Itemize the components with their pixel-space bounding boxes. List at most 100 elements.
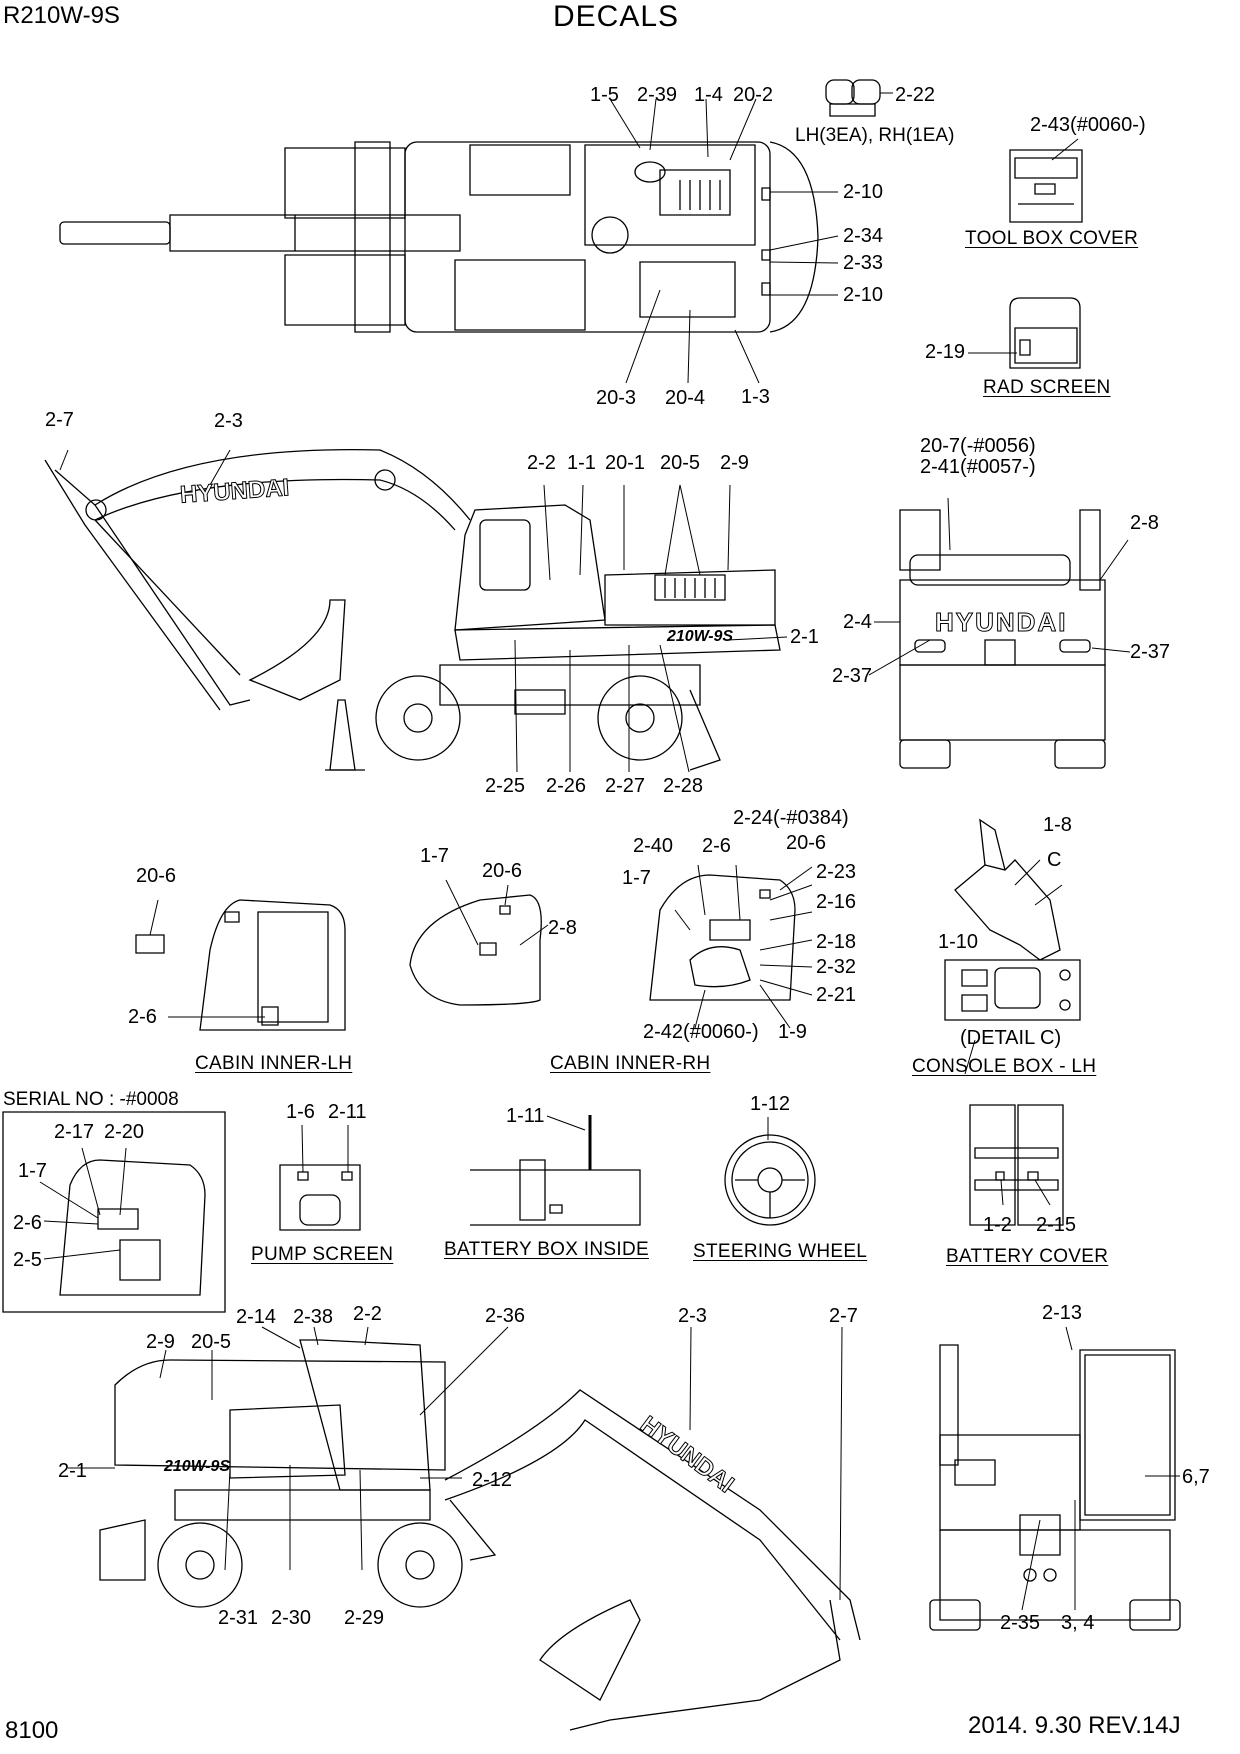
callout: 2-22: [895, 84, 936, 106]
callout: 1-1: [567, 452, 596, 474]
callout: 2-12: [472, 1469, 513, 1491]
callout: 1-5: [590, 84, 619, 106]
callout: 2-9: [146, 1331, 175, 1353]
callout: 2-1: [58, 1460, 87, 1482]
label-serial-no: SERIAL NO : -#0008: [3, 1089, 179, 1110]
rear-view-upper-drawing: [900, 510, 1105, 768]
callout: 2-37: [832, 665, 873, 687]
callout: 2-25: [485, 775, 526, 797]
callout: 2-14: [236, 1306, 277, 1328]
callout: 2-9: [720, 452, 749, 474]
callout: 20-1: [605, 452, 646, 474]
callout: C: [1047, 849, 1062, 871]
callout: 1-7: [18, 1160, 47, 1182]
callout: 2-6: [128, 1006, 157, 1028]
model-badge-lower: 210W-9S: [164, 1458, 231, 1475]
model-number: R210W-9S: [3, 2, 120, 29]
callout: 2-34: [843, 225, 884, 247]
callout: 20-5: [191, 1331, 232, 1353]
page-number: 8100: [5, 1717, 59, 1744]
callout: 1-12: [750, 1093, 791, 1115]
callout: 6,7: [1182, 1466, 1210, 1488]
section-tool-box-cover: TOOL BOX COVER: [965, 228, 1139, 249]
callout: 20-6: [786, 832, 827, 854]
callout: 2-38: [293, 1306, 334, 1328]
callout: 1-10: [938, 931, 979, 953]
callout: 2-13: [1042, 1302, 1083, 1324]
revision-stamp: 2014. 9.30 REV.14J: [968, 1712, 1181, 1739]
tool-box-cover-drawing: [1010, 150, 1082, 222]
callout: 2-11: [328, 1101, 367, 1123]
callout: 2-40: [633, 835, 674, 857]
section-battery-cover: BATTERY COVER: [946, 1246, 1109, 1267]
callout: 2-10: [843, 284, 884, 306]
callout: 1-8: [1043, 814, 1072, 836]
callout: 1-2: [983, 1214, 1012, 1236]
leader-lines: [40, 93, 1180, 1610]
callout: 2-26: [546, 775, 587, 797]
side-view-lower-drawing: [100, 1340, 860, 1730]
callout: 2-1: [790, 626, 819, 648]
section-pump-screen: PUMP SCREEN: [251, 1244, 394, 1265]
callout: 2-30: [271, 1607, 312, 1629]
side-view-upper-drawing: [45, 450, 780, 770]
callout: 2-43(#0060-): [1030, 114, 1146, 136]
callout: 2-10: [843, 181, 884, 203]
callout: 2-24(-#0384): [733, 807, 849, 829]
callout: 1-6: [286, 1101, 315, 1123]
callout: 2-23: [816, 861, 857, 883]
callout: 2-19: [925, 341, 966, 363]
callout: 20-4: [665, 387, 706, 409]
rear-view-lower-drawing: [930, 1345, 1180, 1630]
callout: 2-31: [218, 1607, 259, 1629]
callout: 2-16: [816, 891, 857, 913]
callout: 1-7: [420, 845, 449, 867]
callout: 20-5: [660, 452, 701, 474]
section-steering-wheel: STEERING WHEEL: [693, 1241, 868, 1262]
section-cabin-inner-lh: CABIN INNER-LH: [195, 1053, 353, 1074]
callout: 20-3: [596, 387, 637, 409]
callout: 2-6: [702, 835, 731, 857]
model-badge-upper: 210W-9S: [667, 628, 734, 645]
callout: 1-9: [778, 1021, 807, 1043]
callout: 3, 4: [1061, 1612, 1095, 1634]
callout: 2-2: [353, 1303, 382, 1325]
callout: 2-17: [54, 1121, 95, 1143]
label-detail-c: (DETAIL C): [960, 1027, 1062, 1049]
callout: 2-32: [816, 956, 857, 978]
callout: 2-18: [816, 931, 857, 953]
callout: 2-15: [1036, 1214, 1077, 1236]
callout: 2-39: [637, 84, 678, 106]
callout: 20-6: [482, 860, 523, 882]
callout: 2-28: [663, 775, 704, 797]
callout: 2-7: [829, 1305, 858, 1327]
callout: 2-27: [605, 775, 646, 797]
cabin-inner-rh-side-drawing: [410, 895, 541, 1005]
callout: 1-4: [694, 84, 723, 106]
callout: 2-3: [214, 410, 243, 432]
callout: 2-37: [1130, 641, 1171, 663]
callout: 2-5: [13, 1249, 42, 1271]
callout: 20-2: [733, 84, 774, 106]
pump-screen-drawing: [280, 1165, 360, 1230]
cabin-inner-rh-drawing: [650, 875, 795, 1000]
console-box-lh-drawing: [945, 820, 1080, 1020]
battery-box-inside-drawing: [470, 1115, 640, 1225]
callout: 1-3: [741, 386, 770, 408]
callout: 2-35: [1000, 1612, 1041, 1634]
callout: 2-7: [45, 409, 74, 431]
callout: 1-7: [622, 867, 651, 889]
section-console-box-lh: CONSOLE BOX - LH: [912, 1056, 1097, 1077]
serial-inset-frame: [3, 1112, 225, 1312]
battery-cover-drawing: [970, 1105, 1063, 1225]
steering-wheel-drawing: [725, 1135, 815, 1225]
callout: 2-41(#0057-): [920, 456, 1036, 478]
callout: 2-33: [843, 252, 884, 274]
cabin-inner-lh-drawing: [136, 900, 345, 1030]
page-title: DECALS: [553, 0, 680, 33]
callout: 2-8: [548, 917, 577, 939]
section-rad-screen: RAD SCREEN: [983, 377, 1111, 398]
label-lh-rh-count: LH(3EA), RH(1EA): [795, 125, 955, 146]
